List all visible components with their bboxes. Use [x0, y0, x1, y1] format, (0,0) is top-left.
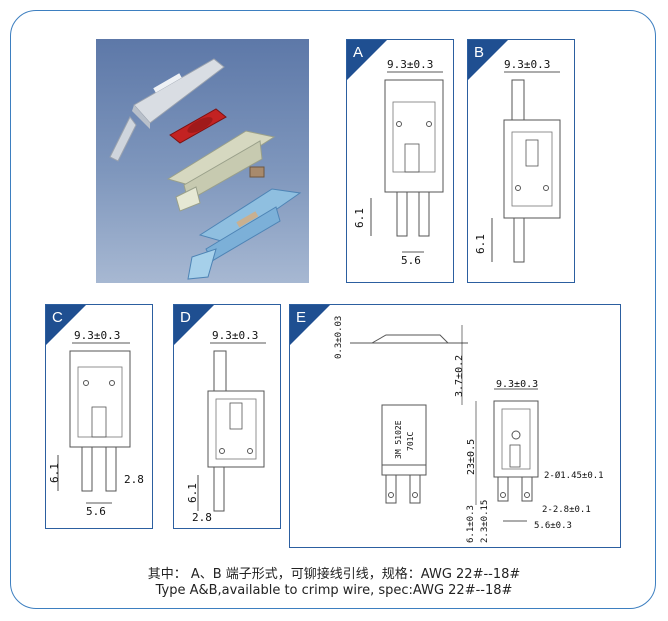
- caption-line-2: Type A&B,available to crimp wire, spec:A…: [155, 583, 513, 598]
- panel-e-hole-dim: 2-Ø1.45±0.1: [544, 471, 604, 481]
- panel-e-thickness-dim: 0.3±0.03: [334, 315, 344, 359]
- panel-a-width-dim: 9.3±0.3: [387, 58, 434, 71]
- panel-c-label: C: [52, 309, 63, 326]
- panel-e-body-text2: 701C: [406, 431, 415, 451]
- panel-d-lead-dim: 2.8: [192, 511, 212, 524]
- outer-frame: [10, 10, 656, 609]
- panel-c: C 9.3±0.3 6.1 2.8 5.6: [45, 304, 153, 529]
- panel-d: D 9.3±0.3 6.1 2.8: [173, 304, 281, 529]
- panel-b-corner-tag: [468, 40, 508, 80]
- panel-c-lead-dim: 2.8: [124, 473, 144, 486]
- panel-e-body-text: 3M 5102E: [394, 420, 403, 459]
- panel-d-corner-tag: [174, 305, 214, 345]
- panel-e: E 0.3±0.03 3.7±0.2 3M 5102E 701C 23±0.5 …: [289, 304, 621, 548]
- panel-e-corner-tag: [290, 305, 330, 345]
- panel-a-label: A: [353, 44, 364, 61]
- panel-e-length-dim: 23±0.5: [466, 438, 477, 475]
- panel-a-drawing: [370, 71, 444, 253]
- panel-b-drawing: [491, 71, 561, 263]
- panel-c-pitch-dim: 5.6: [86, 505, 106, 518]
- panel-e-lead-length2-dim: 2.3±0.15: [480, 499, 490, 543]
- panel-d-height-dim: 6.1: [186, 483, 199, 503]
- panel-e-width-dim: 9.3±0.3: [496, 379, 539, 390]
- panel-e-drawing: [350, 325, 539, 522]
- panel-b-width-dim: 9.3±0.3: [504, 58, 551, 71]
- panel-b: B 9.3±0.3 6.1: [467, 39, 575, 283]
- panel-b-label: B: [474, 44, 485, 61]
- panel-c-corner-tag: [46, 305, 86, 345]
- exploded-assembly-drawing: [109, 58, 302, 280]
- panel-d-label: D: [180, 309, 191, 326]
- panel-a-height-dim: 6.1: [353, 208, 366, 228]
- panel-c-drawing: [57, 342, 131, 504]
- caption-line-1: 其中： A、B 端子形式，可铆接线引线，规格：AWG 22#--18#: [147, 567, 521, 582]
- panel-b-height-dim: 6.1: [474, 234, 487, 254]
- panel-d-drawing: [197, 342, 266, 512]
- panel-c-height-dim: 6.1: [48, 463, 61, 483]
- panel-d-width-dim: 9.3±0.3: [212, 329, 259, 342]
- panel-e-top-height-dim: 3.7±0.2: [454, 354, 465, 397]
- panel-a-pitch-dim: 5.6: [401, 254, 421, 267]
- panel-e-lead-length-dim: 6.1±0.3: [466, 505, 476, 543]
- panel-e-lead-width-dim: 2-2.8±0.1: [542, 505, 591, 515]
- panel-e-pitch-dim: 5.6±0.3: [534, 521, 572, 531]
- panel-c-width-dim: 9.3±0.3: [74, 329, 121, 342]
- panel-a: A 9.3±0.3 6.1 5.6: [346, 39, 454, 283]
- exploded-view-image: [96, 39, 309, 283]
- panel-a-corner-tag: [347, 40, 387, 80]
- panel-e-label: E: [296, 309, 307, 326]
